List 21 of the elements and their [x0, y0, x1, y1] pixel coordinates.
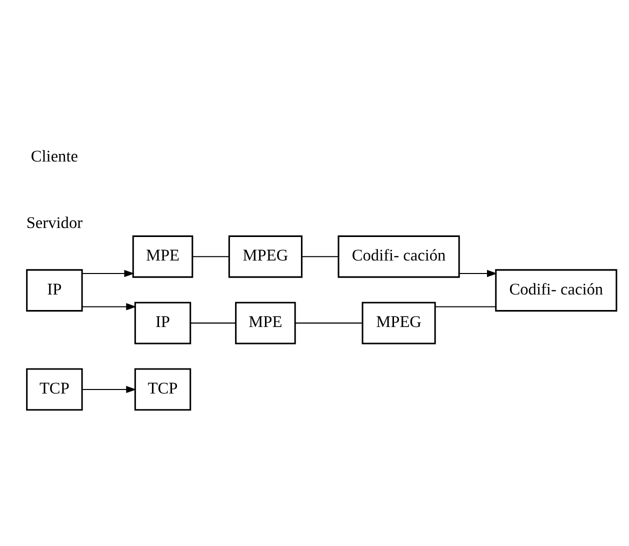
connector — [190, 322, 236, 324]
arrow — [82, 269, 134, 277]
connector — [435, 306, 496, 307]
connector — [295, 322, 362, 324]
connector — [192, 256, 229, 257]
node-box: TCP — [134, 368, 192, 410]
arrow — [82, 302, 136, 310]
arrow — [82, 385, 136, 393]
node-box: MPEG — [362, 301, 436, 344]
node-box: IP — [134, 301, 192, 344]
label: Cliente — [30, 146, 78, 165]
node-box: Codifi- cación — [338, 234, 460, 278]
node-box: TCP — [26, 368, 83, 410]
node-box: Codifi- cación — [495, 268, 618, 312]
node-box: IP — [26, 268, 83, 312]
node-box: MPE — [235, 301, 296, 344]
node-box: MPEG — [228, 234, 302, 278]
label: Servidor — [26, 212, 83, 232]
arrow — [459, 269, 498, 277]
node-box: MPE — [132, 234, 194, 278]
connector — [302, 256, 338, 257]
